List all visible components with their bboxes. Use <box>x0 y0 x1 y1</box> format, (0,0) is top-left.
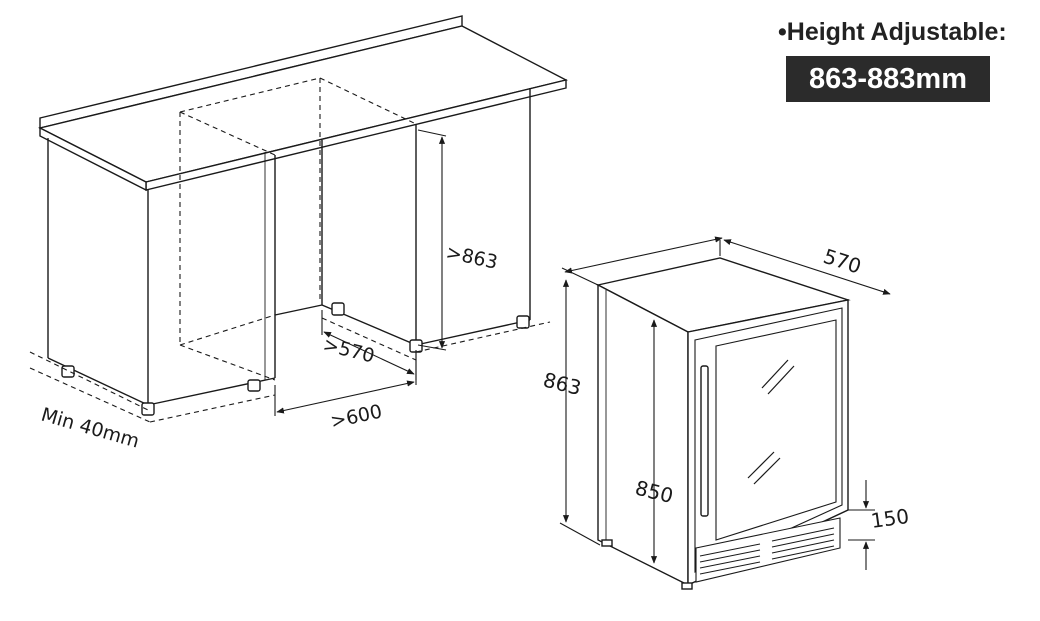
floor-dashed-lines <box>29 317 551 423</box>
cooler-foot <box>681 582 693 590</box>
bullet-glyph: • <box>778 18 787 46</box>
countertop <box>37 15 568 192</box>
plinth-height-dimension <box>848 480 875 570</box>
kitchen-cabinet-drawing <box>29 15 568 423</box>
cooler-foot <box>601 539 613 547</box>
cooler-total-height-label: 863 <box>541 368 584 401</box>
glass-reflection-marks <box>747 359 795 485</box>
cabinet-height-dimension <box>417 129 447 351</box>
height-range-badge: 863-883mm <box>786 56 990 102</box>
cabinet-width-label: >600 <box>328 401 384 433</box>
cabinet-feet <box>61 302 530 416</box>
cabinet-width-dimension <box>274 350 417 416</box>
cooler-total-height-dimension <box>559 279 601 546</box>
cabinet-height-label: >863 <box>444 241 500 273</box>
cabinet-depth-label: >570 <box>321 334 377 368</box>
wine-cooler-drawing <box>559 236 891 590</box>
appliance-recess-outline <box>179 77 417 381</box>
height-adjustable-heading: •Height Adjustable: <box>778 18 1007 47</box>
plinth-height-label: 150 <box>869 504 910 533</box>
cooler-door-inner <box>694 307 843 573</box>
vent-grille <box>695 517 841 583</box>
right-cabinet <box>274 88 531 346</box>
heading-text: Height Adjustable: <box>786 18 1007 46</box>
door-handle <box>700 365 709 517</box>
cabinet-gap-label: Min 40mm <box>39 404 142 453</box>
cooler-depth-dimension <box>561 236 891 295</box>
cooler-glass-panel <box>715 319 837 541</box>
